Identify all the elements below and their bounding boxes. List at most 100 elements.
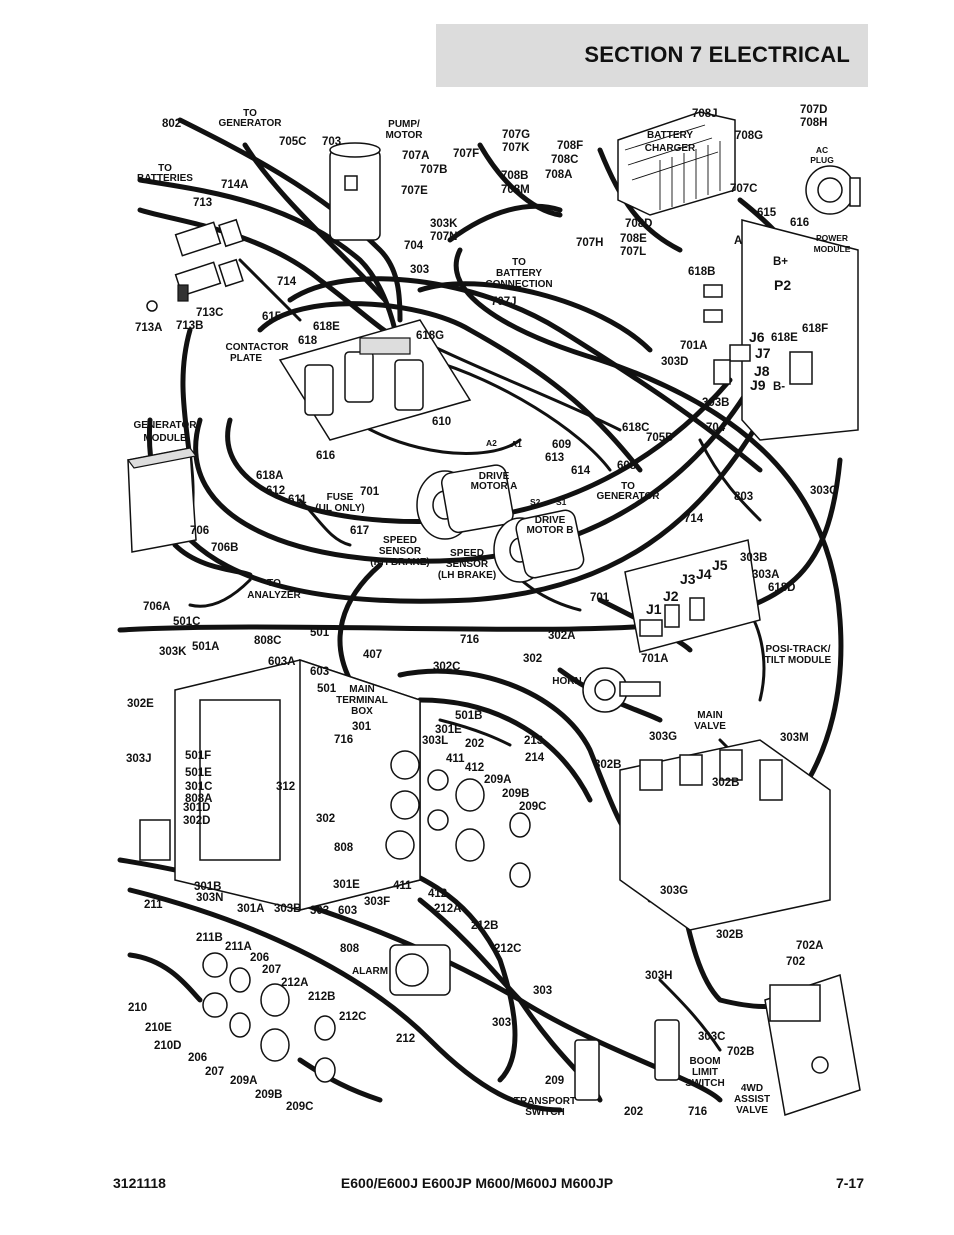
callout-label: J4 [696,566,712,582]
component-label: AC [816,145,828,155]
callout-label: S2 [530,497,541,507]
component-label: 4WD [741,1083,763,1094]
component-label: BATTERIES [137,173,193,184]
callout-label: 616 [790,217,809,229]
callout-label: 210 [128,1002,147,1014]
callout-label: 610 [432,416,451,428]
callout-label: 808 [340,943,360,955]
callout-label: 703 [322,136,341,148]
component-label: ALARM [352,966,388,977]
callout-label: 614 [571,465,591,477]
callout-label: 613 [545,452,564,464]
callout-label: 303C [698,1031,726,1043]
contactor-plate [278,319,472,441]
callout-label: 618B [688,266,716,278]
callout-label: 708C [551,154,579,166]
callout-label: 716 [334,734,353,746]
switches [574,1019,680,1101]
callout-label: 603 [338,905,357,917]
callout-label: 303F [364,896,390,908]
callout-label: J6 [749,329,765,345]
callout-label: J7 [755,345,771,361]
component-label: TO [267,578,281,589]
callout-label: 407 [363,649,382,661]
callout-label: 618 [298,335,318,347]
callout-label: 302B [716,929,744,941]
callout-label: 615 [757,207,777,219]
callout-label: 212C [339,1011,367,1023]
callout-label: 707N [430,231,458,243]
callout-label: 211B [196,932,223,944]
svg-text:POSI-TRACK/TILT MODULE: POSI-TRACK/TILT MODULE [765,644,832,666]
callout-label: P2 [774,277,791,293]
callout-label: 301B [194,881,222,893]
component-label: SENSOR [379,546,422,557]
callout-label: 211 [144,899,163,911]
callout-label: J1 [646,601,662,617]
callout-label: 214 [525,752,545,764]
callout-label: 501C [173,616,201,628]
callout-label: 616 [316,450,335,462]
callout-label: 617 [350,525,369,537]
callout-label: 808A [185,793,213,805]
callout-labels: 802 705C 703 707A 707B 707F 707G 707K 70… [126,104,838,1118]
callout-label: 713 [193,197,212,209]
wire-harnesses [117,117,844,1113]
section-title: SECTION 7 ELECTRICAL [584,42,850,67]
callout-label: 705C [279,136,307,148]
component-label: (UL ONLY) [315,503,364,514]
component-label: SWITCH [525,1107,564,1118]
callout-label: A2 [486,438,497,448]
callout-label: 608 [617,460,637,472]
component-label: MODULE [814,244,851,254]
component-label: POSI-TRACK/ [766,644,831,655]
callout-label: 618G [416,330,444,342]
component-label: SPEED [383,535,417,546]
callout-label: B- [773,381,785,393]
callout-label: 618F [802,323,828,335]
callout-label: 302B [594,759,622,771]
component-label: TRANSPORT [514,1096,576,1107]
callout-label: 716 [688,1106,707,1118]
component-label: PLUG [810,155,834,165]
component-label: MAIN [349,684,375,695]
callout-label: 702 [786,956,805,968]
callout-label: 412 [465,762,484,774]
callout-label: 206 [188,1052,207,1064]
label-to-generator-2: GENERATOR [219,118,283,129]
callout-label: 212B [471,920,499,932]
assist-valve [764,974,861,1116]
callout-label: 701 [590,592,610,604]
component-label: GENERATOR [134,420,198,431]
callout-label: 803 [734,491,753,503]
callout-label: S1 [556,497,567,507]
callout-label: 212B [308,991,336,1003]
callout-label: 706B [211,542,239,554]
callout-label: 412 [428,888,447,900]
callout-label: 303 [310,905,329,917]
callout-label: 701A [680,340,708,352]
component-label: PUMP/ [388,119,420,130]
component-label: ASSIST [734,1094,770,1105]
callout-label: 301A [237,903,265,915]
callout-label: 303G [660,885,688,897]
callout-label: 212A [434,903,462,915]
callout-label: 713A [135,322,163,334]
posi-track-module [624,539,761,653]
callout-label: 609 [552,439,571,451]
callout-label: 303 [410,264,429,276]
callout-label: 618C [622,422,650,434]
callout-label: 618D [768,582,796,594]
callout-label: 603A [268,656,296,668]
callout-label: 301D [183,802,211,814]
svg-text:FUSE(UL ONLY): FUSE(UL ONLY) [315,492,364,514]
component-label: TO [158,163,172,174]
callout-label: 303D [661,356,689,368]
pump-motor [329,142,381,241]
callout-label: 701 [360,486,380,498]
